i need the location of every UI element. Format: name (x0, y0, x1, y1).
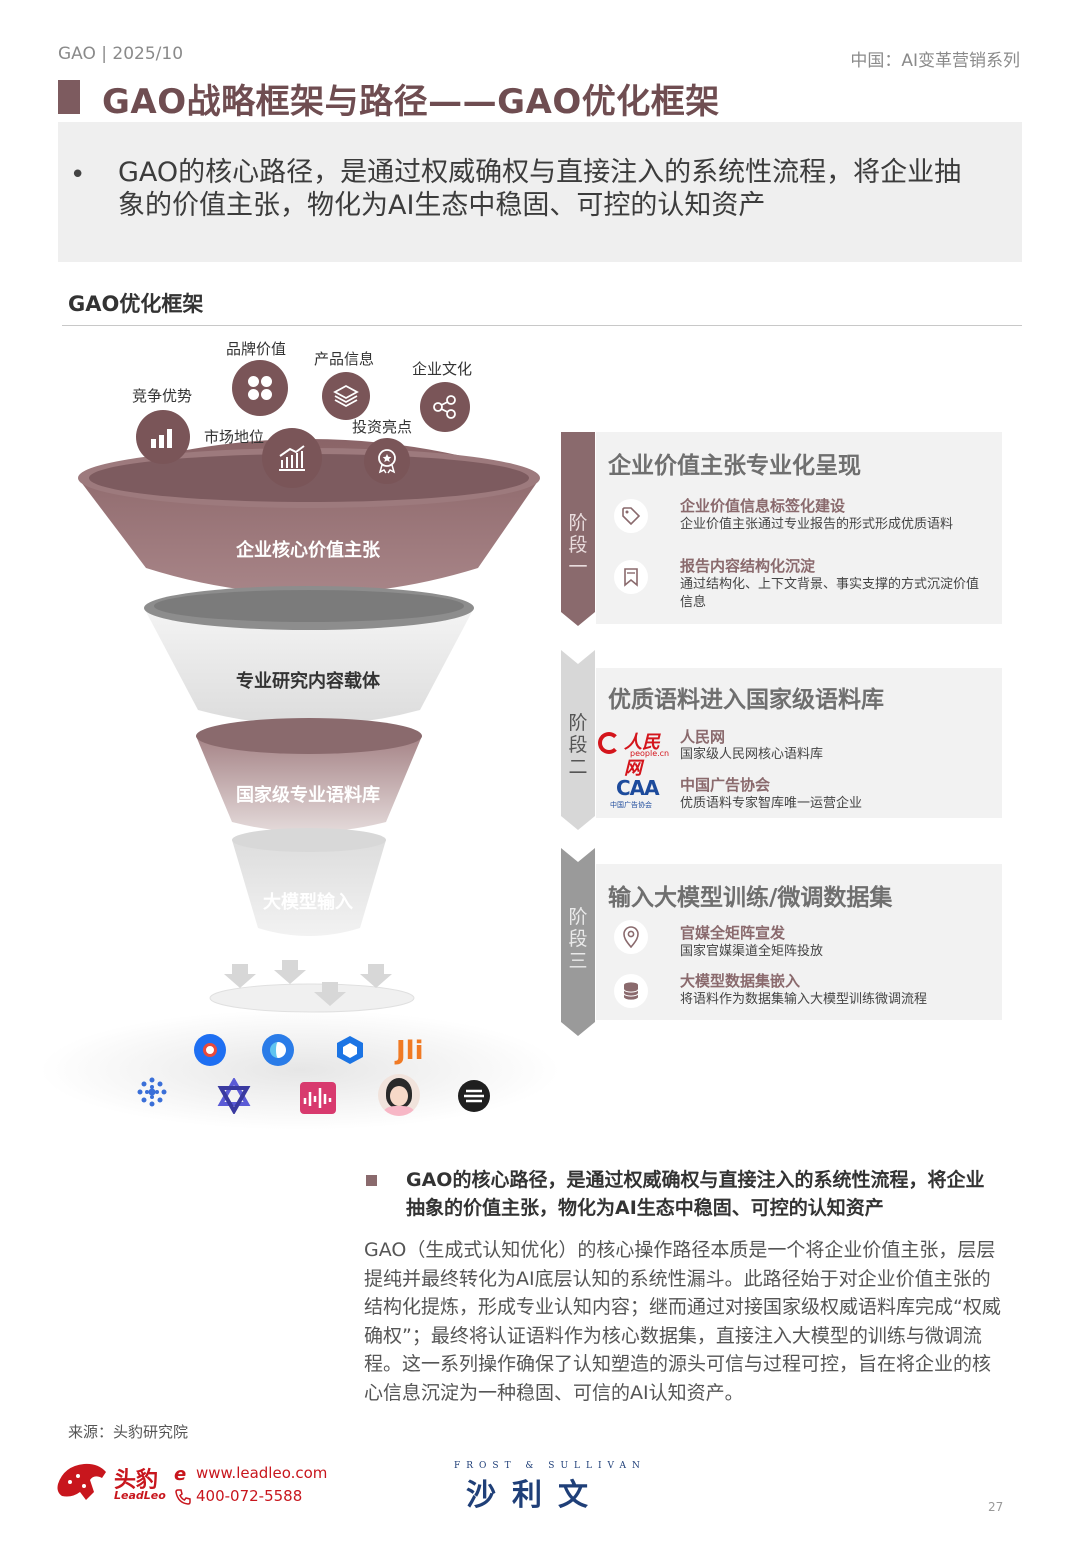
stage-2-tab-label: 阶段二 (568, 712, 588, 778)
stage-1-item-2-desc: 通过结构化、上下文背景、事实支撑的方式沉淀价值信息 (680, 577, 980, 610)
header-doc-id: GAO | 2025/10 (58, 44, 184, 64)
model-logo-6-icon (216, 1076, 252, 1116)
stage-1-item-2-title: 报告内容结构化沉淀 (680, 557, 816, 575)
model-logo-5-icon (134, 1074, 170, 1110)
section-title: GAO优化框架 (68, 292, 204, 316)
layers-icon (322, 372, 370, 420)
page-title: GAO战略框架与路径——GAO优化框架 (102, 82, 720, 122)
funnel-segment-4 (232, 840, 386, 936)
summary-box (58, 122, 1022, 262)
stage-1-item-1-desc: 企业价值主张通过专业报告的形式形成优质语料 (680, 517, 954, 532)
stage-3-title: 输入大模型训练/微调数据集 (608, 885, 893, 911)
page-number: 27 (988, 1500, 1004, 1514)
tag-icon (614, 499, 648, 533)
value-label-corporate-culture: 企业文化 (412, 360, 473, 378)
stage-3-item-1-title: 官媒全矩阵宣发 (680, 924, 786, 942)
award-badge-icon (364, 438, 410, 484)
model-logo-9-icon (458, 1080, 490, 1112)
section-divider (62, 325, 1022, 326)
leopard-logo-icon (54, 1458, 110, 1504)
model-logo-1-icon (194, 1034, 226, 1066)
stage-2-title: 优质语料进入国家级语料库 (608, 687, 884, 713)
funnel-label-core-value: 企业核心价值主张 (236, 540, 380, 561)
funnel-segment-3-top (196, 718, 422, 754)
database-icon (614, 974, 648, 1008)
stage-2-card (596, 668, 1002, 818)
stage-3-tab-label: 阶段三 (568, 906, 588, 972)
web-e-icon: e (174, 1464, 187, 1485)
value-label-competitive-advantage: 竞争优势 (132, 387, 193, 405)
stage-1-title: 企业价值主张专业化呈现 (608, 453, 861, 479)
funnel-base-ring (209, 983, 415, 1013)
model-logo-3-icon (334, 1034, 366, 1066)
title-accent-bar (58, 80, 80, 114)
stage-2-tab (561, 650, 595, 830)
summary-text: GAO的核心路径，是通过权威确权与直接注入的系统性流程，将企业抽象的价值主张，物… (118, 157, 962, 221)
funnel-label-national-corpus: 国家级专业语料库 (236, 785, 380, 806)
funnel-segment-4-top (232, 828, 386, 852)
model-logo-4-icon: Jli (396, 1036, 424, 1066)
share-icon (420, 382, 470, 432)
stage-1-tab-label: 阶段一 (568, 512, 588, 578)
website-link[interactable]: www.leadleo.com (196, 1464, 328, 1482)
funnel-segment-3 (196, 736, 422, 832)
value-label-market-position: 市场地位 (204, 428, 265, 446)
stage-2-item-1-desc: 国家级人民网核心语料库 (680, 747, 824, 762)
stage-3-item-1-desc: 国家官媒渠道全矩阵投放 (680, 944, 824, 959)
stage-1-tab (561, 432, 595, 626)
funnel-base-glow (40, 1010, 560, 1130)
model-logo-7-icon (300, 1082, 336, 1114)
partner-logo-en: FROST & SULLIVAN (454, 1461, 646, 1471)
brand-logo-en: LeadLeo (114, 1489, 166, 1502)
funnel-label-model-input: 大模型输入 (263, 892, 353, 913)
stage-3-tab (561, 848, 595, 1036)
source-note: 来源：头豹研究院 (68, 1423, 189, 1441)
stage-2-item-1-title: 人民网 (680, 728, 726, 746)
stage-1-item-1-title: 企业价值信息标签化建设 (680, 497, 846, 515)
stage-3-item-2-desc: 将语料作为数据集输入大模型训练微调流程 (680, 992, 928, 1007)
location-pin-icon (614, 920, 648, 954)
model-logo-2-icon (262, 1034, 294, 1066)
model-logo-8-icon (378, 1074, 420, 1116)
bottom-bullet-square (366, 1175, 377, 1186)
down-arrows (224, 960, 392, 1006)
phone-number: 400-072-5588 (196, 1487, 303, 1505)
stage-3-item-2-title: 大模型数据集嵌入 (680, 972, 801, 990)
funnel-segment-2 (144, 608, 474, 725)
bar-chart-icon (136, 410, 190, 464)
header-series: 中国：AI变革营销系列 (850, 51, 1020, 71)
partner-logo-cn: 沙利文 (466, 1478, 604, 1513)
phone-icon (174, 1488, 192, 1506)
value-label-brand-value: 品牌价值 (226, 340, 287, 358)
four-dots-icon (232, 360, 288, 416)
people-cn-logo: 人民网 people.cn (598, 728, 672, 779)
stage-2-item-2-desc: 优质语料专家智库唯一运营企业 (680, 796, 863, 811)
value-label-investment-highlights: 投资亮点 (352, 418, 413, 436)
caa-logo: CAA 中国广告协会 (610, 776, 660, 809)
bottom-body-text: GAO（生成式认知优化）的核心操作路径本质是一个将企业价值主张，层层提纯并最终转… (364, 1239, 1001, 1404)
brand-logo-cn: 头豹 (114, 1468, 159, 1493)
funnel-segment-2-inner (154, 590, 464, 622)
value-label-product-info: 产品信息 (314, 350, 375, 368)
summary-bullet: • (70, 160, 86, 190)
bookmark-icon (614, 560, 648, 594)
stage-2-item-2-title: 中国广告协会 (680, 776, 771, 794)
bottom-heading: GAO的核心路径，是通过权威确权与直接注入的系统性流程，将企业抽象的价值主张，物… (406, 1169, 985, 1219)
stage-1-card (596, 432, 1002, 624)
stage-3-card (596, 864, 1002, 1020)
growth-chart-icon (262, 428, 322, 488)
funnel-label-research-content: 专业研究内容载体 (236, 671, 380, 692)
